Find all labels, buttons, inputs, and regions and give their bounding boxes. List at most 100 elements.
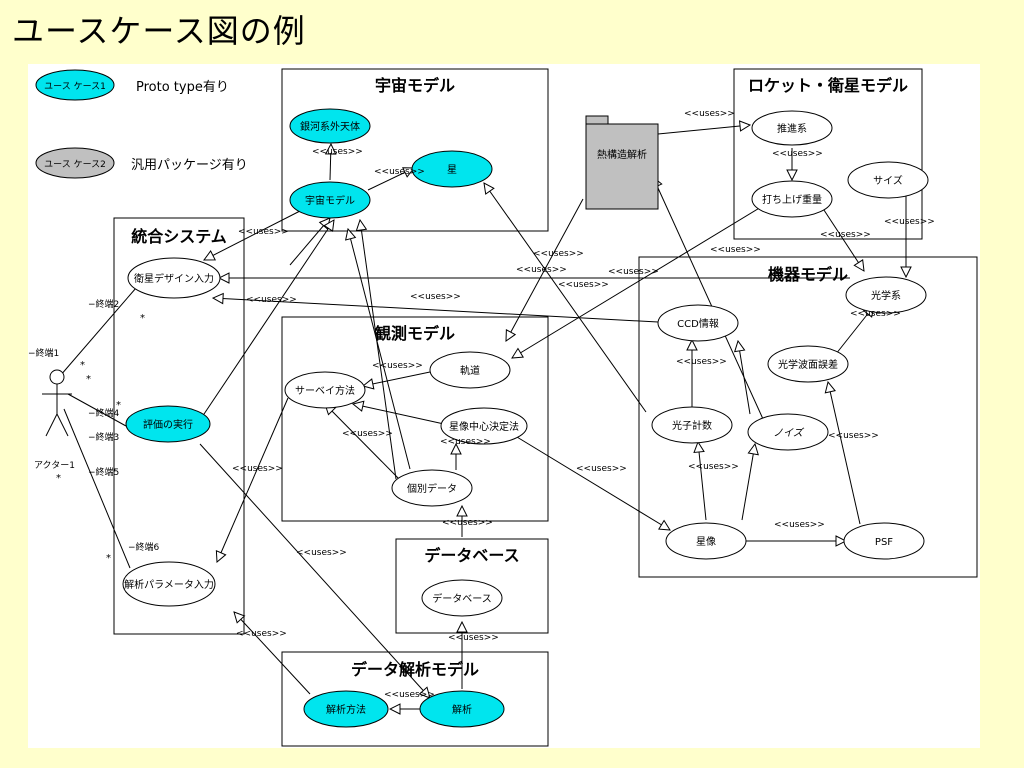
rel-launch-optics	[819, 203, 864, 271]
usecase-launch-weight-label: 打ち上げ重量	[762, 193, 822, 206]
uses-label-28: <<uses>>	[448, 633, 499, 643]
actor-leg-right	[56, 413, 69, 437]
uses-label-16: <<uses>>	[676, 357, 727, 367]
usecase-survey-label: サーベイ方法	[295, 384, 355, 397]
thermal-package-icon	[585, 115, 659, 210]
legend-sample2-desc: 汎用パッケージ有り	[131, 158, 248, 173]
assoc-actor-eval	[67, 393, 127, 427]
actor-leg-left	[45, 413, 58, 437]
usecase-ccd-label: CCD情報	[677, 317, 719, 330]
package-database: データベース	[395, 538, 549, 634]
uses-label-24: <<uses>>	[774, 520, 825, 530]
legend-sample2-label: ユース ケース2	[44, 159, 106, 170]
usecase-launch-weight[interactable]: 打ち上げ重量	[751, 180, 833, 218]
rel-psf-wavefront	[828, 382, 861, 525]
rel-orbit-survey	[363, 371, 431, 386]
rel-starimage-noise	[741, 444, 755, 521]
usecase-universe-model[interactable]: 宇宙モデル	[289, 181, 371, 219]
actor-end-3: −終端3	[88, 431, 119, 443]
usecase-analysis-label: 解析	[452, 703, 472, 716]
legend-usecase-cyan	[35, 69, 115, 101]
uses-label-22: <<uses>>	[576, 464, 627, 474]
usecase-individual[interactable]: 個別データ	[391, 469, 473, 507]
uses-label-20: <<uses>>	[828, 431, 879, 441]
usecase-database[interactable]: データベース	[421, 579, 503, 617]
usecase-survey[interactable]: サーベイ方法	[284, 371, 366, 409]
uses-label-8: <<uses>>	[558, 280, 609, 290]
rel-method-param	[234, 612, 311, 695]
usecase-galaxy[interactable]: 銀河系外天体	[289, 108, 371, 144]
mult-1: *	[80, 360, 85, 371]
usecase-propulsion[interactable]: 推進系	[751, 110, 833, 146]
usecase-star-image[interactable]: 星像	[665, 522, 747, 560]
mult-3: *	[86, 374, 91, 385]
usecase-propulsion-label: 推進系	[777, 122, 807, 135]
uses-label-15: <<uses>>	[850, 309, 901, 319]
usecase-size-label: サイズ	[873, 174, 903, 187]
usecase-analysis[interactable]: 解析	[419, 690, 505, 728]
usecase-psf[interactable]: PSF	[843, 522, 925, 560]
usecase-star-center[interactable]: 星像中心決定法	[440, 407, 528, 445]
uses-label-25: <<uses>>	[442, 518, 493, 528]
usecase-param-input[interactable]: 解析パラメータ入力	[122, 561, 216, 607]
legend-sample1-label: ユース ケース1	[44, 81, 106, 92]
mult-5: *	[106, 553, 111, 564]
rel-eval-analysis	[199, 443, 430, 698]
usecase-eval-exec[interactable]: 評価の実行	[125, 405, 211, 443]
rel-thermal-orbit	[506, 198, 584, 341]
mult-2: *	[140, 313, 145, 324]
usecase-wavefront[interactable]: 光学波面誤差	[767, 345, 849, 383]
usecase-photon-label: 光子計数	[672, 419, 712, 432]
uses-label-5: <<uses>>	[410, 292, 461, 302]
usecase-thermal-label: 熱構造解析	[597, 148, 647, 161]
uses-label-4: <<uses>>	[246, 295, 297, 305]
usecase-orbit[interactable]: 軌道	[429, 351, 511, 389]
rel-wavefront-thermal	[653, 177, 769, 431]
uses-label-26: <<uses>>	[296, 548, 347, 558]
usecase-optics[interactable]: 光学系	[845, 276, 927, 314]
usecase-sat-design[interactable]: 衛星デザイン入力	[127, 257, 221, 299]
legend-sample1-desc: Proto type有り	[136, 80, 229, 95]
usecase-ccd[interactable]: CCD情報	[657, 304, 739, 342]
rel-thermal-propulsion	[657, 125, 750, 135]
uses-label-27: <<uses>>	[236, 629, 287, 639]
uses-label-6: <<uses>>	[533, 249, 584, 259]
uses-label-18: <<uses>>	[342, 429, 393, 439]
actor-end-1: −終端1	[28, 347, 59, 359]
usecase-photon[interactable]: 光子計数	[651, 406, 733, 444]
rel-design-universe	[204, 210, 301, 260]
actor-end-2: −終端2	[88, 298, 119, 310]
actor-figure[interactable]	[42, 369, 72, 437]
usecase-universe-model-label: 宇宙モデル	[305, 194, 355, 207]
assoc-actor-design	[59, 287, 137, 377]
usecase-method[interactable]: 解析方法	[303, 690, 389, 728]
legend: ユース ケース1 Proto type有り ユース ケース2 汎用パッケージ有り	[35, 69, 248, 179]
actor-end-6: −終端6	[128, 541, 160, 553]
usecase-noise[interactable]: ノイズ	[747, 413, 829, 451]
uses-label-19: <<uses>>	[440, 437, 491, 447]
rel-ccd-design	[213, 298, 659, 323]
usecase-param-input-label: 解析パラメータ入力	[124, 578, 214, 591]
legend-usecase-gray	[35, 147, 115, 179]
usecase-galaxy-label: 銀河系外天体	[300, 120, 360, 133]
uses-label-7: <<uses>>	[516, 265, 567, 275]
usecase-individual-label: 個別データ	[407, 482, 457, 495]
mult-4: *	[116, 400, 121, 411]
rel-universe-star	[367, 168, 414, 191]
usecase-noise-label: ノイズ	[773, 427, 805, 439]
usecase-star[interactable]: 星	[411, 150, 493, 188]
rel-center-starimage	[511, 433, 670, 530]
uses-label-11: <<uses>>	[684, 109, 735, 119]
usecase-thermal[interactable]: 熱構造解析	[585, 115, 659, 210]
actor-mult-bottom: *	[56, 473, 61, 484]
rel-individual-universe-2	[348, 229, 411, 470]
package-integrated-title: 統合システム	[131, 227, 227, 246]
usecase-size[interactable]: サイズ	[847, 161, 929, 199]
package-analysis-title: データ解析モデル	[351, 660, 479, 679]
rel-individual-universe	[360, 220, 397, 480]
usecase-wavefront-label: 光学波面誤差	[778, 358, 838, 371]
uses-label-13: <<uses>>	[884, 217, 935, 227]
uses-label-1: <<uses>>	[312, 147, 363, 157]
rel-center-survey	[353, 404, 445, 425]
package-rocket-title: ロケット・衛星モデル	[748, 76, 908, 95]
